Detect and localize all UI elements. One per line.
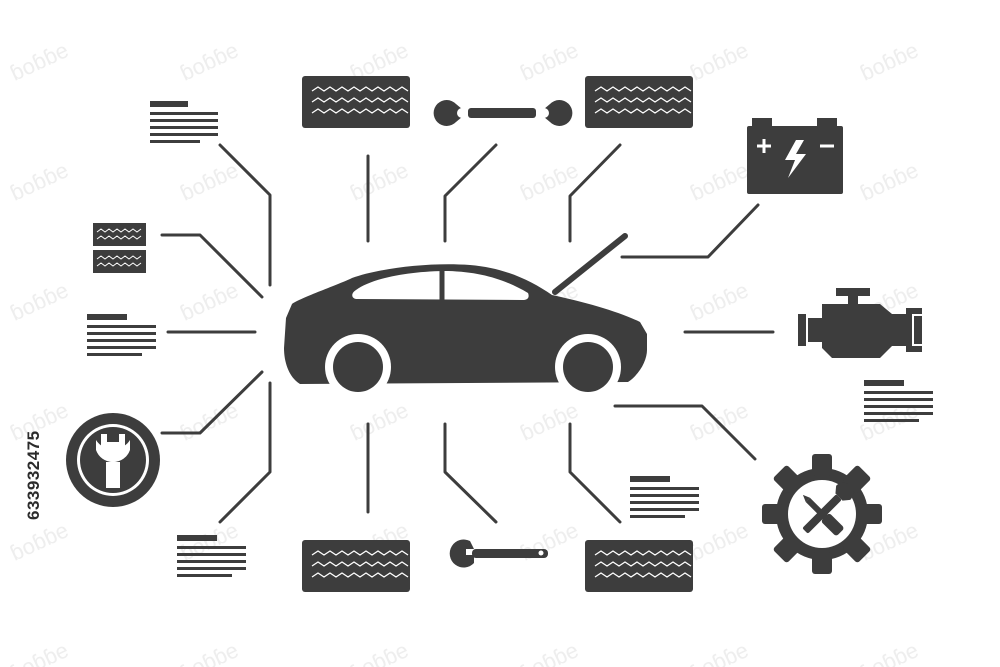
connector-line <box>160 370 264 435</box>
text-placeholder-icon <box>177 535 246 577</box>
connector-line <box>160 233 264 299</box>
tire-tread-icon <box>302 76 410 128</box>
car-icon <box>284 264 647 400</box>
car-wheel-rear <box>563 342 613 392</box>
text-placeholder-icon <box>630 476 699 518</box>
gear-wrench-icon <box>762 454 882 574</box>
connector-line <box>568 143 622 243</box>
car-hood-open <box>552 233 628 295</box>
engine-icon <box>798 288 922 358</box>
stock-id-label: 633932475 <box>24 430 43 520</box>
connector-line <box>620 203 760 259</box>
tire-tread-icon <box>585 540 693 592</box>
wrench-icon <box>433 100 573 127</box>
adjustable-wrench-icon <box>449 539 548 568</box>
tire-tread-icon <box>302 540 410 592</box>
tire-tread-icon <box>585 76 693 128</box>
connector-line <box>443 143 498 243</box>
connector-line <box>218 381 272 524</box>
connector-line <box>443 422 498 524</box>
tire-tread-stack-icon <box>93 223 146 273</box>
car-battery-icon <box>747 118 843 194</box>
wrench-badge-icon <box>66 413 160 507</box>
car-wheel-front <box>333 342 383 392</box>
text-placeholder-icon <box>864 380 933 422</box>
connector-line <box>613 404 757 461</box>
connector-lines <box>160 143 775 524</box>
text-placeholder-icon <box>150 101 218 143</box>
connector-line <box>568 422 622 524</box>
connector-line <box>218 143 272 287</box>
text-placeholder-icon <box>87 314 156 356</box>
